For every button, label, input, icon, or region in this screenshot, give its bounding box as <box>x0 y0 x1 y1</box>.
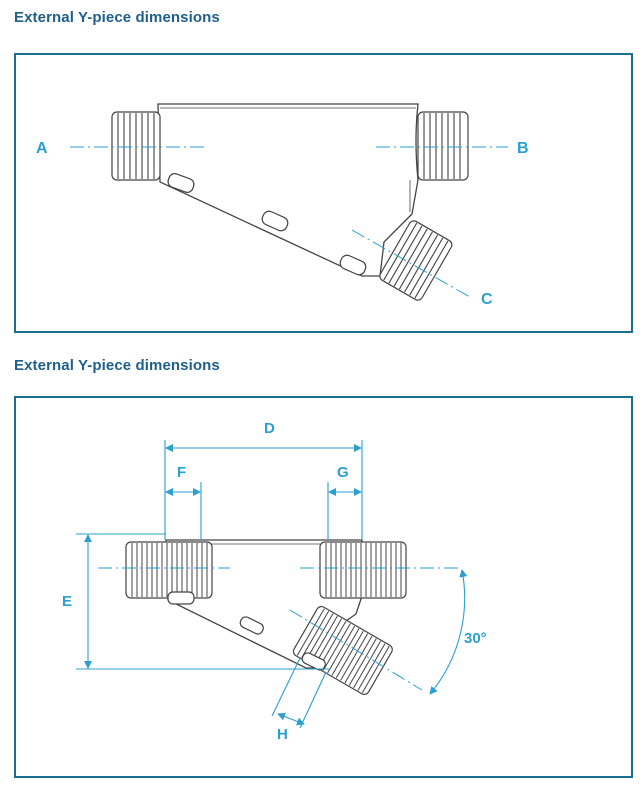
pipe-b <box>417 111 469 181</box>
pipe-angled-2 <box>292 605 393 696</box>
label-angle: 30° <box>464 630 487 647</box>
label-c: C <box>481 291 493 308</box>
diagram-1-labels: A B C <box>36 140 529 308</box>
label-h: H <box>277 726 288 743</box>
diagram-2-labels: D F G E H 30° <box>62 420 487 743</box>
mounting-lugs-2 <box>167 591 326 671</box>
centerlines-1 <box>70 146 508 298</box>
pipe-right-2 <box>319 541 407 599</box>
label-g: G <box>337 464 349 481</box>
y-piece-body-1 <box>157 103 419 277</box>
pipe-a <box>111 111 161 181</box>
mounting-lugs-1 <box>167 173 367 276</box>
pipe-left-2 <box>125 541 213 599</box>
label-f: F <box>177 464 186 481</box>
label-a: A <box>36 140 48 157</box>
dimension-lines-2 <box>76 440 468 729</box>
section-title-1: External Y-piece dimensions <box>14 9 220 26</box>
label-b: B <box>517 140 529 157</box>
label-e: E <box>62 593 72 610</box>
label-d: D <box>264 420 275 437</box>
pipe-c <box>379 220 453 301</box>
section-title-2: External Y-piece dimensions <box>14 357 220 374</box>
centerlines-2 <box>98 567 462 691</box>
